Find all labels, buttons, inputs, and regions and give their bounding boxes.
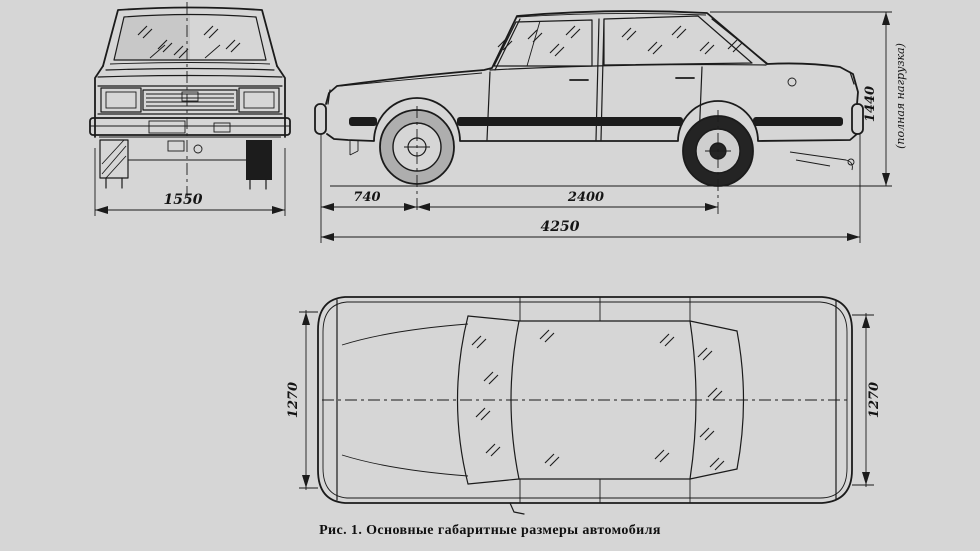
front-view [89,2,291,198]
dim-front-overhang-label: 740 [353,190,380,205]
dim-wheelbase-label: 2400 [567,190,604,205]
dimension-track-left: 1270 [286,310,318,490]
grille-badge [181,91,199,102]
mirror-detail [509,502,525,515]
door-handles [569,77,695,81]
underbody-detail [167,140,185,152]
dim-front-width-label: 1550 [164,192,203,208]
front-bumper [89,117,291,136]
license-plate [148,120,186,134]
front-left-wheel [99,139,129,179]
dimension-wheelbase: 2400 [417,190,718,211]
windshield-shading [114,14,190,60]
dim-height-note: (полная нагрузка) [894,43,907,149]
headlamp-side [327,89,331,105]
rear-window-top [689,320,745,480]
dimension-track-right: 1270 [852,313,882,487]
top-view [317,296,853,515]
side-protector-strip [457,117,683,126]
fuel-filler [787,77,797,87]
dim-overall-length-label: 4250 [541,219,580,235]
tow-hitch [789,151,853,171]
front-side-window [493,19,593,67]
dimension-front-width: 1550 [94,148,286,216]
dim-height-label: 1440 [863,86,878,122]
dimension-height: 1440 (полная нагрузка) [710,11,907,186]
dim-track-left-label: 1270 [286,382,301,418]
dimension-overall-length: 4250 [321,219,860,241]
figure-caption: Рис. 1. Основные габаритные размеры авто… [319,523,661,538]
front-bumper-side [314,103,327,135]
headlight-left [100,87,142,113]
front-right-wheel [246,140,272,180]
rear-side-window [603,15,753,66]
side-view [314,10,892,214]
windshield [113,13,267,61]
windshield-top [456,315,520,485]
wipers [149,44,221,59]
dimension-front-overhang: 740 [320,134,861,243]
vent-window-divider [526,20,541,67]
rear-bumper-side [851,103,864,135]
tail-lamp [849,71,855,85]
grille [142,89,238,111]
dim-track-right-label: 1270 [867,382,882,418]
headlight-right [238,87,280,113]
